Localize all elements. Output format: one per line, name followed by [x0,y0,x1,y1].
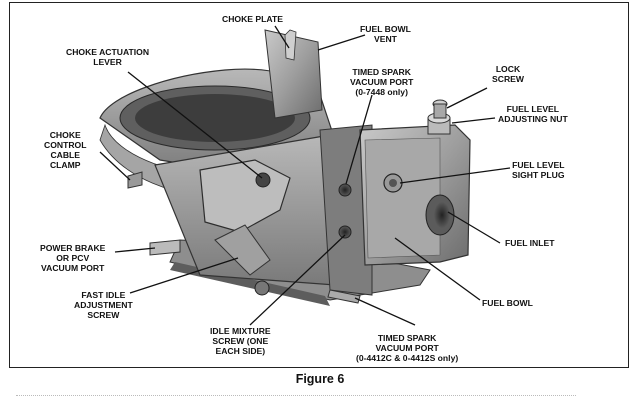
leader-fuel-bowl [394,237,481,301]
leader-timed-spark-top [345,94,373,185]
leader-fast-idle [129,257,239,294]
leader-fuel-bowl-vent [317,34,366,51]
leader-lock-screw [446,87,488,109]
leader-lines [99,25,511,326]
fuel-bowl-body [359,99,471,266]
label-fuel-bowl: FUEL BOWL [482,298,533,308]
label-choke-plate: CHOKE PLATE [222,14,283,24]
ports-and-screws [127,171,361,304]
leader-fuel-level-sight-plug [399,167,511,184]
choke-tower [264,29,323,119]
leader-choke-actuation-lever [127,71,263,179]
leader-fuel-level-adjusting-nut [451,117,496,124]
leader-choke-plate [274,25,290,49]
leader-fuel-inlet [447,211,501,244]
leader-idle-mixture [249,234,346,326]
leader-choke-cable-clamp [99,151,131,181]
label-fuel-inlet: FUEL INLET [505,238,555,248]
choke-linkage [199,159,291,276]
leader-timed-spark-bottom [354,297,416,326]
cut-off-text-line [16,395,576,403]
figure-caption: Figure 6 [295,372,345,386]
leader-power-brake [114,247,156,253]
